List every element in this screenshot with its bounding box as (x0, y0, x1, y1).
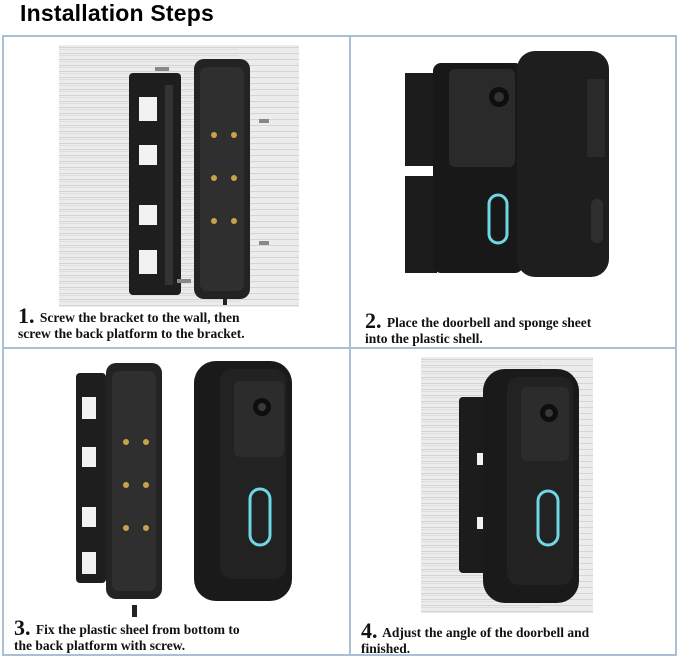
doorbell-mounted (483, 369, 579, 603)
step-2-text-line1: Place the doorbell and sponge sheet (386, 315, 592, 330)
plastic-shell (517, 51, 609, 277)
doorbell-in-shell (194, 361, 292, 601)
step-2-number: 2. (365, 308, 382, 333)
step-3-text-line1: Fix the plastic sheel from bottom to (35, 622, 240, 637)
grid-divider-vertical (349, 37, 351, 654)
wall-bracket (129, 73, 181, 295)
step-3-number: 3. (14, 615, 31, 640)
ring-light (536, 489, 560, 547)
step-4-panel: 4. Adjust the angle of the doorbell and … (351, 349, 677, 657)
page-title: Installation Steps (20, 0, 215, 26)
step-3-text-line2: the back platform with screw. (14, 638, 186, 653)
bracket-wall-illustration (59, 45, 299, 307)
step-1-panel: 1. Screw the bracket to the wall, then s… (4, 37, 349, 347)
step-3-panel: 3. Fix the plastic sheel from bottom to … (4, 349, 349, 654)
ring-light (487, 193, 509, 245)
ring-light (248, 487, 272, 547)
steps-grid: 1. Screw the bracket to the wall, then s… (2, 35, 677, 656)
step-1-caption: 1. Screw the bracket to the wall, then s… (18, 305, 343, 342)
doorbell-device (433, 63, 523, 273)
step-4-number: 4. (361, 618, 378, 643)
grid-divider-horizontal (4, 347, 675, 349)
step-1-text-line2: screw the back platform to the bracket. (18, 326, 245, 341)
back-platform-with-bracket (76, 363, 162, 599)
bottom-screw (132, 605, 137, 617)
step-2-text-line2: into the plastic shell. (365, 331, 483, 346)
step-4-caption: 4. Adjust the angle of the doorbell and … (361, 620, 675, 657)
step-2-caption: 2. Place the doorbell and sponge sheet i… (365, 310, 675, 347)
step-2-panel: 2. Place the doorbell and sponge sheet i… (351, 37, 677, 347)
bracket-side (405, 73, 437, 273)
step-4-text-line1: Adjust the angle of the doorbell and (382, 625, 590, 640)
step-3-caption: 3. Fix the plastic sheel from bottom to … (14, 617, 344, 654)
back-platform (194, 59, 250, 299)
platform-and-doorbell-illustration (76, 361, 292, 617)
step-1-number: 1. (18, 303, 35, 328)
doorbell-shell-illustration (405, 51, 609, 277)
step-1-text-line1: Screw the bracket to the wall, then (39, 310, 240, 325)
step-4-text-line2: finished. (361, 641, 411, 656)
screws (155, 67, 269, 305)
mounted-doorbell-illustration (421, 357, 593, 613)
